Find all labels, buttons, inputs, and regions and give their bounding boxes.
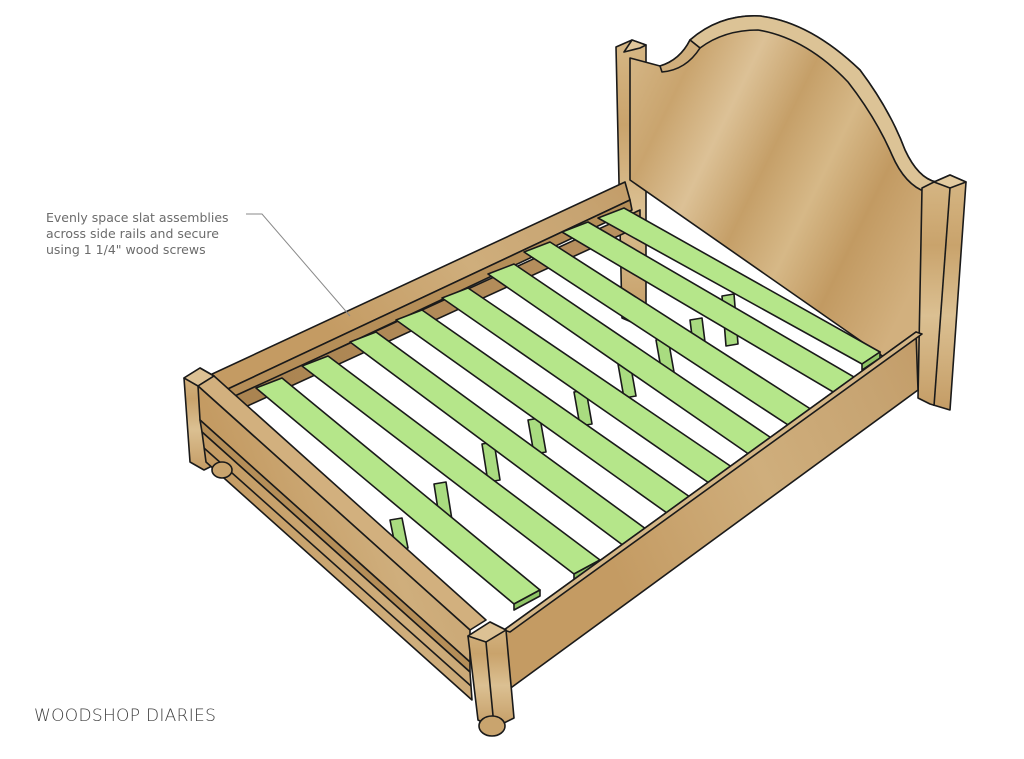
bun-foot-left — [211, 461, 233, 479]
brand-watermark: WOODSHOP DIARIES — [34, 706, 217, 726]
slat — [255, 377, 541, 611]
annotation-leader-line — [246, 213, 351, 317]
slat — [597, 207, 881, 371]
bun-foot-right — [478, 715, 506, 737]
right-side-rail — [503, 331, 923, 691]
footboard — [183, 367, 515, 737]
assembly-instruction-note: Evenly space slat assemblies across side… — [46, 210, 229, 257]
slat-assemblies — [255, 207, 881, 611]
